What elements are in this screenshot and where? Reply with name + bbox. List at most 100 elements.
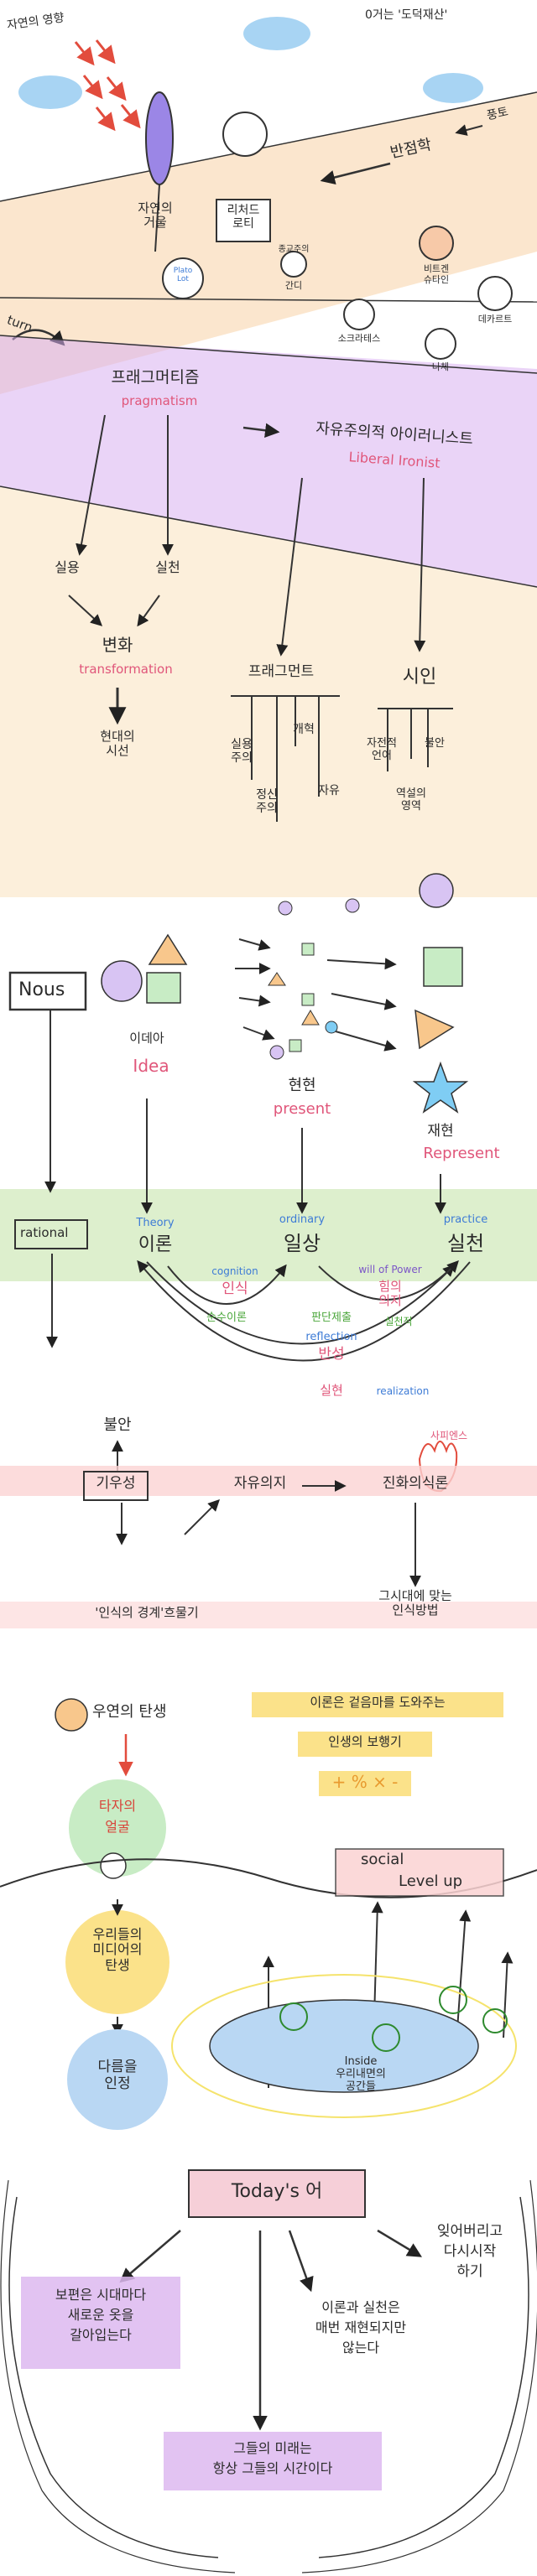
middle-quote: 이론과 실천은 매번 재현되지만 않는다 — [315, 2299, 407, 2355]
ourselves-label: 우리들의 미디어의 탄생 — [92, 1926, 143, 1973]
inside-ring-outer — [171, 1974, 517, 2118]
pragmatism-arrow — [242, 423, 280, 438]
face-label-1: 간디 — [284, 280, 303, 291]
recog-right: 그시대에 맞는 인식방법 — [378, 1588, 452, 1618]
left-quote-bg — [21, 2277, 180, 2369]
right-top-quote: 잊어버리고 다시시작 하기 — [436, 2223, 503, 2280]
cognition-ko: 인식 — [222, 1280, 248, 1297]
panel-5 — [0, 2169, 537, 2573]
frag-item-3: 정신 주의 — [256, 788, 278, 816]
phenomena-arrow — [455, 124, 483, 136]
history-label: 현대의 시선 — [100, 729, 135, 759]
todays-box — [188, 2169, 366, 2218]
bottom-quote: 그들의 미래는 항상 그들의 시간이다 — [212, 2440, 333, 2476]
left-branch-1: 실용 — [55, 559, 80, 575]
social-box — [335, 1848, 504, 1897]
idea-en: Idea — [133, 1056, 169, 1076]
fragment-label: 프래그먼트 — [248, 663, 315, 680]
nous-label: Nous — [18, 979, 65, 1000]
note-line-2: 인생의 보행기 — [328, 1734, 402, 1749]
pragmatism-en: pragmatism — [121, 393, 198, 408]
wave-bottom-left-2 — [0, 2179, 236, 2573]
shape-circle-lilac — [101, 960, 143, 1002]
note-line-3: + % × - — [331, 1772, 399, 1792]
mirror-label: 자연의 거울 — [138, 200, 173, 231]
frag-item-2: 개혁 — [293, 723, 315, 736]
arrow-contingency-up — [184, 1499, 220, 1535]
change-ko: 변화 — [102, 635, 133, 655]
pink-band-2 — [0, 1602, 537, 1628]
pragmatism-ko: 프래그머티즘 — [111, 368, 200, 387]
social-label: social — [361, 1851, 404, 1868]
frag-item-4: 자유 — [318, 784, 340, 797]
cloud-mid — [423, 73, 483, 103]
mirror-sign: Plato Lot — [173, 267, 193, 284]
reflection-ko: 반성 — [318, 1346, 345, 1363]
cycle-arc-3 — [146, 1259, 459, 1345]
realization-en: realization — [376, 1385, 430, 1397]
cloud-right — [243, 17, 310, 50]
wave-bottom-left — [8, 2196, 219, 2558]
todays-word: Today's 어 — [231, 2181, 323, 2202]
left-branch-2: 실천 — [155, 559, 180, 575]
orange-band — [0, 92, 537, 394]
mirror-icon — [145, 91, 174, 185]
change-en: transformation — [79, 662, 173, 677]
inside-label: Inside 우리내면의 공간들 — [336, 2055, 386, 2093]
tolerance-label: 다름을 인정 — [97, 2059, 138, 2092]
poet-item-3: 역설의 영역 — [396, 787, 426, 813]
reflection-top: 판단제출 — [311, 1311, 352, 1324]
realization-ko: 실현 — [320, 1383, 343, 1398]
idea-ko: 이데아 — [129, 1031, 164, 1046]
note-line-1: 이론은 겉음마를 도와주는 — [310, 1695, 446, 1710]
rational-label: rational — [20, 1225, 69, 1240]
shape-triangle-peach — [148, 933, 188, 965]
face-label-4: 소크라테스 — [337, 333, 381, 344]
birth-label: 우연의 탄생 — [92, 1703, 167, 1721]
represent-triangle-icon — [414, 1009, 455, 1050]
face-label-6: 종교주의 — [278, 245, 310, 254]
theory-ko: 이론 — [138, 1234, 173, 1255]
ordinary-en: ordinary — [279, 1213, 326, 1226]
sapiens-label: 사피엔스 — [430, 1430, 468, 1441]
face-label-2: 비트겐 슈타인 — [423, 263, 450, 285]
cycle-arc-1 — [167, 1264, 287, 1305]
note-line-2-bg — [298, 1732, 432, 1757]
panel-4 — [0, 1692, 537, 2130]
represent-star-icon — [412, 1061, 469, 1114]
face-icon-1 — [280, 251, 307, 278]
panel-1 — [0, 17, 537, 394]
inside-ring-inner — [209, 1999, 479, 2093]
arrow-to-right — [377, 2229, 423, 2257]
tree-icons — [279, 1986, 508, 2052]
sun-rays — [74, 39, 141, 132]
fallacy-arrow — [320, 162, 391, 185]
sign-circle — [162, 257, 204, 299]
other-face-1: 타자의 — [98, 1798, 137, 1814]
present-ko: 현현 — [288, 1077, 316, 1094]
arrow-to-poet — [414, 477, 426, 652]
anxiety-label: 불안 — [103, 1416, 132, 1434]
free-will-label: 자유의지 — [233, 1475, 287, 1492]
left-quote: 보편은 시대마다 새로운 옷을 갈아입는다 — [55, 2287, 147, 2343]
ordinary-ko: 일상 — [283, 1232, 321, 1255]
recog-left: '인식의 경계'흐물기 — [95, 1605, 199, 1620]
poet-label: 시인 — [402, 667, 437, 688]
will-en: will of Power — [358, 1264, 422, 1275]
band-edge-bottom — [0, 297, 537, 303]
arrow-to-change-1 — [68, 595, 103, 626]
face-icon-3 — [419, 226, 454, 261]
band-edge-top — [0, 91, 537, 202]
contingency-label: 기우성 — [96, 1475, 136, 1492]
arrow-to-left — [119, 2230, 181, 2283]
fragment-tree — [231, 695, 340, 822]
note-line-1-bg — [252, 1692, 503, 1717]
cycle-arc-4 — [137, 1259, 471, 1362]
represent-circle-icon — [419, 873, 454, 908]
rorty-label: 리처드 로티 — [227, 204, 260, 231]
face-label-3: 데카르트 — [477, 314, 513, 325]
other-face-2: 얼굴 — [105, 1819, 130, 1835]
face-icon-4 — [477, 276, 513, 311]
tolerance-circle — [67, 2029, 168, 2130]
